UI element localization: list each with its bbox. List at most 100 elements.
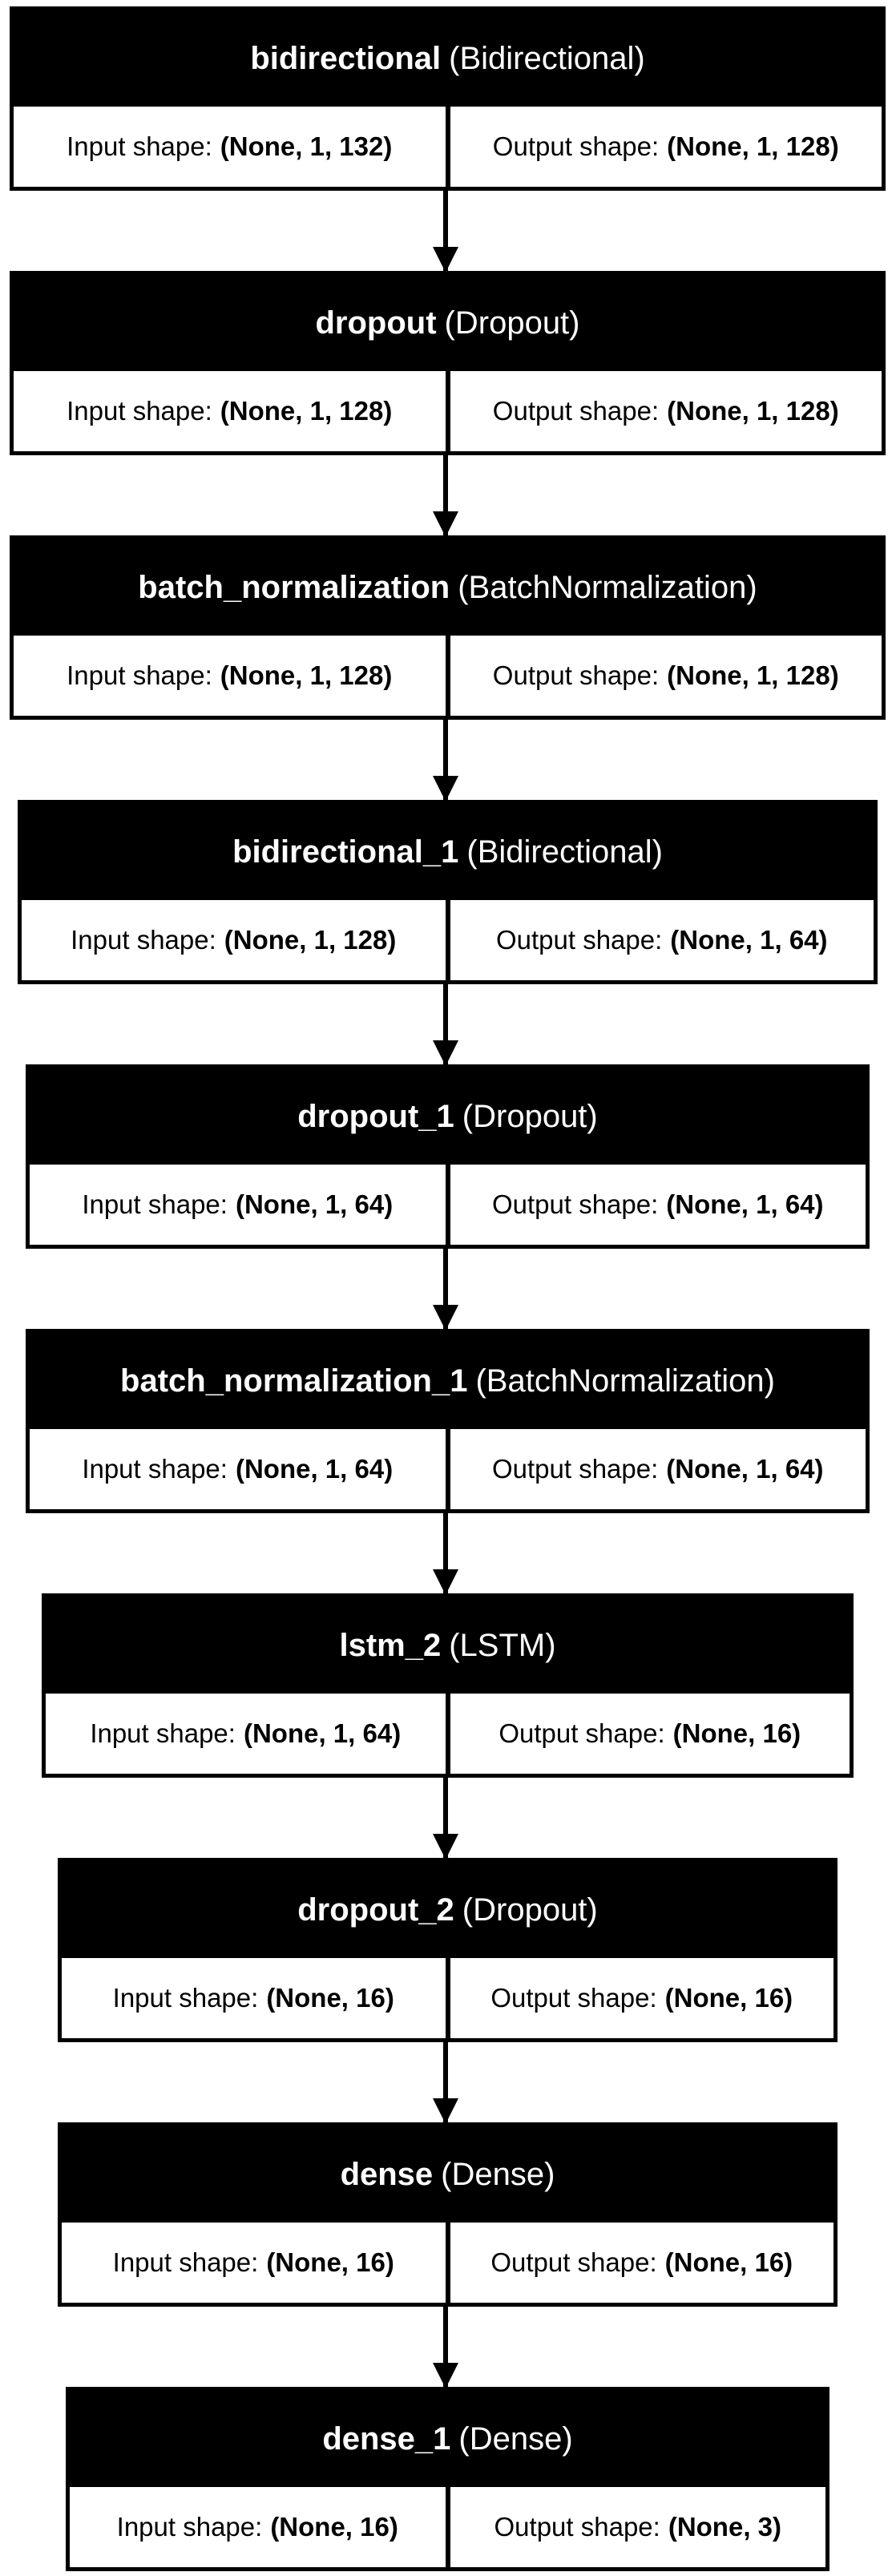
output-shape-value: (None, 3) <box>668 2512 781 2542</box>
layer-name: dense_1 <box>322 2421 451 2457</box>
input-shape-cell: Input shape:(None, 16) <box>62 2223 446 2303</box>
layer-type: (Dense) <box>441 2156 555 2192</box>
layer-type: (BatchNormalization) <box>475 1363 775 1399</box>
layer-box: bidirectional_1(Bidirectional) Input sha… <box>18 800 878 984</box>
output-shape-value: (None, 1, 64) <box>666 1454 824 1484</box>
output-shape-label: Output shape: <box>494 2512 660 2542</box>
layer-shapes: Input shape:(None, 1, 64) Output shape:(… <box>46 1694 850 1774</box>
arrow-head <box>433 1305 458 1330</box>
input-shape-cell: Input shape:(None, 16) <box>70 2487 446 2567</box>
input-shape-cell: Input shape:(None, 16) <box>62 1958 446 2038</box>
input-shape-value: (None, 16) <box>266 1983 394 2013</box>
layer-name: batch_normalization <box>138 569 450 605</box>
layer-type: (Dense) <box>458 2421 573 2457</box>
output-shape-cell: Output shape: (None, 3) <box>450 2487 825 2567</box>
flow-arrow <box>433 984 458 1066</box>
layer-name: bidirectional_1 <box>232 834 459 870</box>
arrow-head <box>433 2098 458 2124</box>
input-shape-value: (None, 1, 64) <box>243 1718 402 1748</box>
layer-title: lstm_2(LSTM) <box>46 1597 850 1694</box>
input-shape-value: (None, 1, 64) <box>235 1454 394 1484</box>
output-shape-value: (None, 16) <box>664 2247 793 2277</box>
layer-shapes: Input shape:(None, 1, 64) Output shape:(… <box>30 1165 866 1245</box>
layer-title: dense_1(Dense) <box>70 2391 825 2487</box>
layer-type: (Bidirectional) <box>466 834 663 870</box>
input-shape-cell: Input shape:(None, 1, 64) <box>30 1165 446 1245</box>
layer-type: (Dropout) <box>462 1892 598 1928</box>
layer-shapes: Input shape:(None, 16) Output shape:(Non… <box>62 1958 833 2038</box>
layer-type: (BatchNormalization) <box>458 569 757 605</box>
layer-box: dense_1(Dense) Input shape:(None, 16) Ou… <box>66 2387 829 2571</box>
input-shape-value: (None, 1, 128) <box>224 925 397 955</box>
input-shape-cell: Input shape: (None, 1, 128) <box>22 900 446 980</box>
layer-name: bidirectional <box>250 40 442 76</box>
flow-arrow <box>433 1513 458 1595</box>
layer-name: dropout_2 <box>297 1892 454 1928</box>
arrow-head <box>433 511 458 537</box>
flow-arrow <box>433 455 458 537</box>
input-shape-label: Input shape: <box>112 1983 259 2013</box>
input-shape-label: Input shape: <box>67 660 212 690</box>
layer-box: dropout_1(Dropout) Input shape:(None, 1,… <box>26 1064 870 1249</box>
layer-box: batch_normalization_1(BatchNormalization… <box>26 1329 870 1513</box>
layer-shapes: Input shape:(None, 16) Output shape: (Non… <box>70 2487 825 2567</box>
input-shape-label: Input shape: <box>82 1189 228 1219</box>
layer-title: batch_normalization(BatchNormalization) <box>14 539 882 636</box>
input-shape-cell: Input shape:(None, 1, 132) <box>14 107 446 187</box>
layer-name: lstm_2 <box>339 1627 442 1663</box>
layer-type: (LSTM) <box>449 1627 556 1663</box>
output-shape-cell: Output shape:(None, 16) <box>450 1958 833 2038</box>
output-shape-cell: Output shape:(None, 16) <box>450 1694 850 1774</box>
input-shape-cell: Input shape:(None, 1, 64) <box>30 1429 446 1509</box>
arrow-head <box>433 2363 458 2388</box>
output-shape-label: Output shape: <box>495 925 663 955</box>
layer-box: bidirectional(Bidirectional) Input shape… <box>10 6 886 191</box>
output-shape-value: (None, 1, 128) <box>667 396 839 426</box>
layer-title: bidirectional(Bidirectional) <box>14 10 882 107</box>
input-shape-value: (None, 1, 128) <box>220 396 393 426</box>
flow-arrow <box>433 2042 458 2124</box>
output-shape-cell: Output shape:(None, 1, 128) <box>450 107 882 187</box>
layer-name: dropout <box>315 305 437 341</box>
layer-title: batch_normalization_1(BatchNormalization… <box>30 1333 866 1429</box>
flow-arrow <box>433 2307 458 2388</box>
output-shape-cell: Output shape:(None, 1, 64) <box>450 1165 866 1245</box>
input-shape-cell: Input shape:(None, 1, 64) <box>46 1694 446 1774</box>
output-shape-label: Output shape: <box>491 1189 659 1219</box>
layer-title: dense(Dense) <box>62 2126 833 2223</box>
output-shape-label: Output shape: <box>492 131 660 161</box>
output-shape-label: Output shape: <box>492 660 660 690</box>
output-shape-label: Output shape: <box>492 396 660 426</box>
flow-arrow <box>433 720 458 801</box>
output-shape-cell: Output shape:(None, 16) <box>450 2223 833 2303</box>
arrow-head <box>433 1569 458 1595</box>
input-shape-label: Input shape: <box>67 396 212 426</box>
output-shape-value: (None, 1, 128) <box>667 131 839 161</box>
output-shape-label: Output shape: <box>490 2247 657 2277</box>
output-shape-value: (None, 1, 128) <box>667 660 839 690</box>
layer-title: dropout_1(Dropout) <box>30 1068 866 1165</box>
output-shape-value: (None, 1, 64) <box>670 925 828 955</box>
output-shape-cell: Output shape:(None, 1, 128) <box>450 636 882 716</box>
input-shape-value: (None, 1, 64) <box>235 1189 394 1219</box>
input-shape-value: (None, 1, 132) <box>220 131 393 161</box>
layer-type: (Bidirectional) <box>449 40 645 76</box>
arrow-head <box>433 776 458 801</box>
layer-shapes: Input shape:(None, 1, 132) Output shape:… <box>14 107 882 187</box>
arrow-head <box>433 1040 458 1066</box>
layer-shapes: Input shape:(None, 1, 64) Output shape:(… <box>30 1429 866 1509</box>
layer-name: batch_normalization_1 <box>120 1363 468 1399</box>
layer-shapes: Input shape: (None, 1, 128) Output shape:… <box>14 371 882 451</box>
layer-shapes: Input shape: (None, 1, 128) Output shape:… <box>22 900 874 980</box>
flow-arrow <box>433 191 458 273</box>
flow-arrow <box>433 1249 458 1330</box>
input-shape-label: Input shape: <box>71 925 216 955</box>
arrow-head <box>433 1834 458 1859</box>
input-shape-value: (None, 16) <box>270 2512 398 2542</box>
input-shape-label: Input shape: <box>82 1454 228 1484</box>
input-shape-label: Input shape: <box>112 2247 259 2277</box>
input-shape-label: Input shape: <box>90 1718 236 1748</box>
arrow-head <box>433 247 458 273</box>
output-shape-cell: Output shape:(None, 1, 128) <box>450 371 882 451</box>
